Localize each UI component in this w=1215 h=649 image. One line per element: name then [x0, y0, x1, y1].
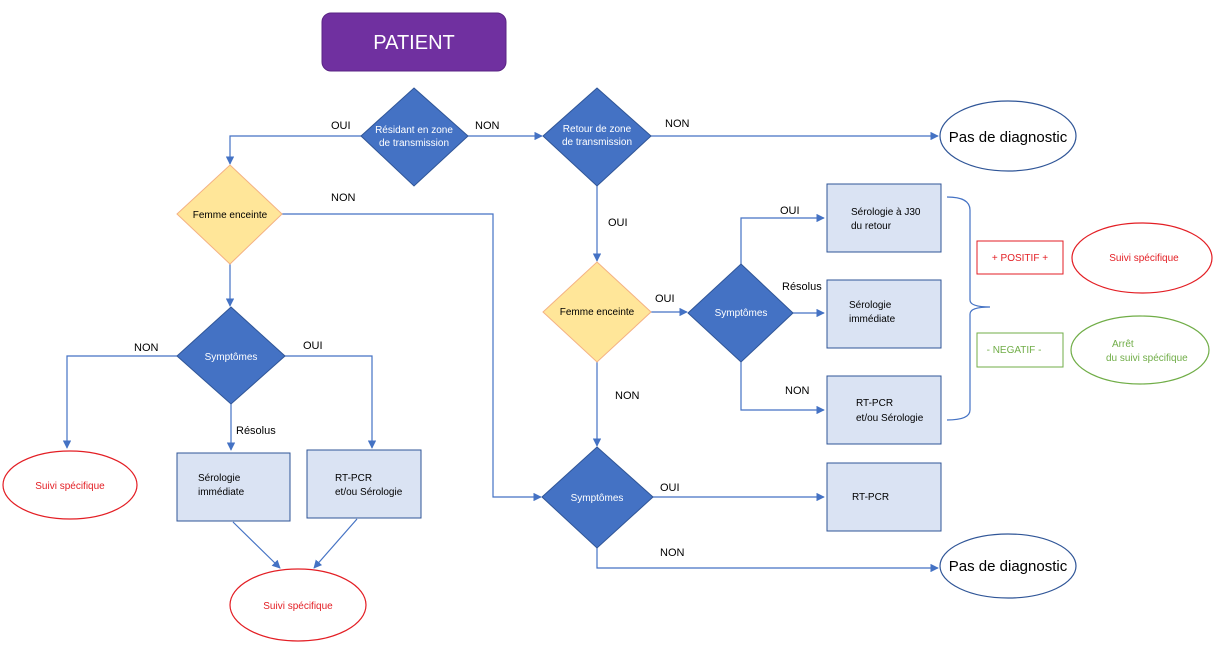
edge-sympt-left-non: [62, 355, 177, 449]
box-sero-immediate-left: Sérologie immédiate: [176, 452, 291, 522]
terminal-pas-diagnostic-top: Pas de diagnostic: [939, 100, 1077, 172]
symptomes-left-label: Symptômes: [205, 352, 258, 363]
decision-femme-left: Femme enceinte: [176, 164, 283, 265]
rtpcr-right-line2: et/ou Sérologie: [856, 413, 924, 424]
decision-symptomes-left: Symptômes: [176, 306, 286, 405]
edge-sero-left-suivi: [232, 521, 281, 569]
femme-left-label: Femme enceinte: [193, 210, 268, 221]
sero-imm-right-line2: immédiate: [849, 314, 896, 325]
femme-right-label: Femme enceinte: [560, 307, 635, 318]
decision-resident-line1: Résidant en zone: [375, 125, 453, 136]
edge-femme-left-non: [282, 213, 542, 502]
rtpcr-right-line1: RT-PCR: [856, 398, 893, 409]
badge-negatif: - NEGATIF -: [976, 332, 1064, 368]
suivi-left-label: Suivi spécifique: [35, 481, 105, 492]
decision-resident: Résidant en zone de transmission: [360, 87, 469, 187]
terminal-pas-diagnostic-bottom: Pas de diagnostic: [939, 533, 1077, 599]
decision-femme-right: Femme enceinte: [542, 261, 652, 363]
symptomes-mid-label: Symptômes: [715, 308, 768, 319]
label-non-resident: NON: [475, 120, 500, 132]
edge-sympt-mid-oui: [740, 213, 825, 264]
edge-sympt-left-oui: [285, 355, 377, 449]
edge-sympt-bottom-non: [596, 548, 939, 573]
result-bracket: [946, 196, 991, 421]
patient-label: PATIENT: [373, 32, 454, 54]
sero-j30-line2: du retour: [851, 221, 892, 232]
label-oui-sympt-mid: OUI: [780, 205, 800, 217]
label-non-retour: NON: [665, 118, 690, 130]
patient-node: PATIENT: [321, 12, 507, 72]
label-non-femme-right: NON: [615, 390, 640, 402]
label-non-femme-left: NON: [331, 192, 356, 204]
arret-line2: du suivi spécifique: [1106, 353, 1188, 364]
edge-resident-oui: [225, 135, 361, 165]
decision-resident-line2: de transmission: [379, 138, 449, 149]
edge-sympt-mid-non: [740, 362, 825, 415]
arret-line1: Arrêt: [1112, 339, 1134, 350]
decision-retour-line1: Retour de zone: [563, 124, 632, 135]
sero-imm-right-line1: Sérologie: [849, 300, 892, 311]
label-non-sympt-bottom: NON: [660, 547, 685, 559]
sero-j30-line1: Sérologie à J30: [851, 207, 921, 218]
label-non-sympt-mid: NON: [785, 385, 810, 397]
sero-imm-left-line2: immédiate: [198, 487, 245, 498]
pas-diagnostic-top-label: Pas de diagnostic: [949, 129, 1068, 146]
edge-labels: OUI NON NON NON NON OUI Résolus OUI OUI …: [134, 118, 822, 559]
decision-retour: Retour de zone de transmission: [542, 87, 652, 187]
box-sero-j30: Sérologie à J30 du retour: [826, 183, 942, 253]
label-oui-sympt-bottom: OUI: [660, 482, 680, 494]
decision-symptomes-bottom: Symptômes: [541, 446, 654, 549]
label-non-sympt-left: NON: [134, 342, 159, 354]
decision-retour-line2: de transmission: [562, 137, 632, 148]
negatif-label: - NEGATIF -: [987, 345, 1042, 356]
box-rtpcr-right: RT-PCR et/ou Sérologie: [826, 375, 942, 445]
rtpcr-left-line2: et/ou Sérologie: [335, 487, 403, 498]
terminal-suivi-left: Suivi spécifique: [2, 450, 138, 520]
terminal-suivi-bottom: Suivi spécifique: [229, 568, 367, 642]
label-oui-retour: OUI: [608, 217, 628, 229]
label-oui-sympt-left: OUI: [303, 340, 323, 352]
badge-positif: + POSITIF +: [976, 240, 1064, 275]
label-oui-resident: OUI: [331, 120, 351, 132]
suivi-bottom-label: Suivi spécifique: [263, 601, 333, 612]
rtpcr-left-line1: RT-PCR: [335, 473, 372, 484]
edge-rtpcr-left-suivi: [313, 518, 358, 569]
terminal-suivi-right: Suivi spécifique: [1071, 222, 1213, 294]
connectors: [62, 131, 939, 573]
decision-symptomes-mid: Symptômes: [687, 263, 794, 363]
label-resolus-right: Résolus: [782, 281, 822, 293]
box-rtpcr-left: RT-PCR et/ou Sérologie: [306, 449, 422, 519]
box-rtpcr-bottom: RT-PCR: [826, 462, 942, 532]
positif-label: + POSITIF +: [992, 253, 1048, 264]
rtpcr-bottom-label: RT-PCR: [852, 492, 889, 503]
pas-diagnostic-bottom-label: Pas de diagnostic: [949, 558, 1068, 575]
label-oui-femme-right: OUI: [655, 293, 675, 305]
box-sero-immediate-right: Sérologie immédiate: [826, 279, 942, 349]
symptomes-bottom-label: Symptômes: [571, 493, 624, 504]
sero-imm-left-line1: Sérologie: [198, 473, 241, 484]
terminal-arret: Arrêt du suivi spécifique: [1070, 315, 1210, 385]
label-resolus-left: Résolus: [236, 425, 276, 437]
suivi-right-label: Suivi spécifique: [1109, 253, 1179, 264]
